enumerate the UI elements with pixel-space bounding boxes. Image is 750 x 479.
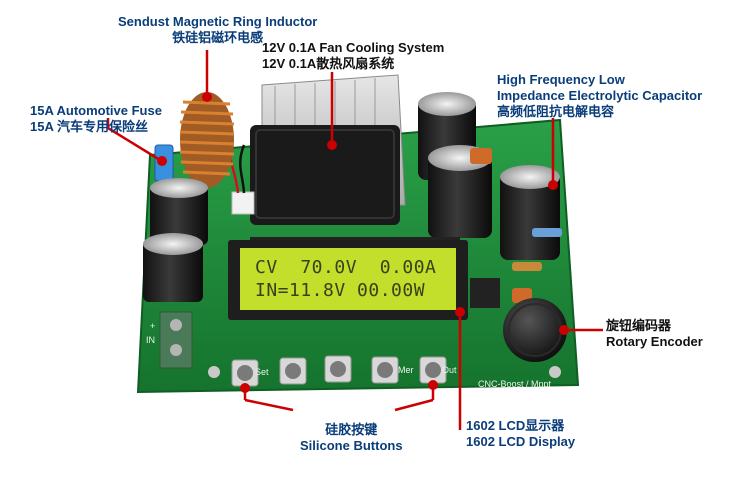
label-fan-zh: 12V 0.1A散热风扇系统	[262, 56, 395, 71]
label-encoder-en: Rotary Encoder	[606, 334, 703, 349]
silicone-button-3[interactable]	[324, 355, 352, 383]
terminal-screw	[170, 319, 182, 331]
terminal-screw	[170, 344, 182, 356]
mount-hole	[208, 366, 220, 378]
fan-frame-edge	[255, 129, 395, 219]
board-label-set: Set	[255, 367, 269, 377]
film-capacitor	[470, 148, 492, 164]
label-fan: 12V 0.1A Fan Cooling System 12V 0.1A散热风扇…	[262, 40, 444, 72]
silicone-button-4[interactable]	[371, 356, 399, 384]
silicone-button-1[interactable]	[231, 359, 259, 387]
label-buttons: 硅胶按键 Silicone Buttons	[300, 422, 403, 454]
label-fan-en: 12V 0.1A Fan Cooling System	[262, 40, 445, 55]
board-silkscreen: CNC-Boost / Mppt	[478, 379, 552, 389]
callout-dots	[157, 92, 569, 393]
lcd-screen	[240, 248, 456, 310]
label-inductor-zh: 铁硅铝磁环电感	[172, 30, 264, 45]
label-encoder-zh: 旋钮编码器	[606, 318, 672, 333]
capacitor-left-bottom	[143, 233, 203, 302]
label-fuse: 15A Automotive Fuse 15A 汽车专用保险丝	[30, 103, 162, 135]
label-capacitor-en2: Impedance Electrolytic Capacitor	[497, 88, 703, 103]
board-label-mer: Mer	[398, 365, 414, 375]
silicone-button-2[interactable]	[279, 357, 307, 385]
label-capacitor-zh: 高频低阻抗电解电容	[497, 104, 615, 119]
label-inductor: Sendust Magnetic Ring Inductor 铁硅铝磁环电感	[118, 14, 317, 46]
capacitor-left-top	[150, 178, 208, 245]
chip	[470, 278, 500, 308]
board-label-out: Out	[442, 365, 457, 375]
heatsink-fins	[274, 78, 376, 130]
mount-hole	[549, 366, 561, 378]
label-lcd-en: 1602 LCD Display	[466, 434, 576, 449]
terminal-label-in: IN	[146, 335, 155, 345]
resistor	[532, 228, 562, 237]
terminal-label-plus: +	[150, 321, 156, 331]
label-capacitor: High Frequency Low Impedance Electrolyti…	[497, 72, 702, 120]
label-buttons-en: Silicone Buttons	[300, 438, 403, 453]
lcd-line-1: CV 70.0V 0.00A	[255, 257, 437, 278]
cooling-fan	[250, 125, 400, 225]
label-lcd-zh: 1602 LCD显示器	[466, 418, 565, 433]
resistor	[512, 262, 542, 271]
capacitor-right-3	[500, 165, 560, 260]
label-inductor-en: Sendust Magnetic Ring Inductor	[118, 14, 318, 29]
label-buttons-zh: 硅胶按键	[325, 422, 378, 437]
fan-connector	[231, 191, 255, 215]
label-fuse-zh: 15A 汽车专用保险丝	[30, 119, 148, 134]
callout-lines	[106, 50, 603, 430]
lcd-line-2: IN=11.8V 00.00W	[255, 280, 426, 301]
fan-wire-black	[238, 144, 246, 194]
silicone-button-5[interactable]	[419, 356, 447, 384]
inductor	[179, 92, 235, 188]
label-fuse-en: 15A Automotive Fuse	[30, 103, 162, 118]
label-encoder: 旋钮编码器 Rotary Encoder	[606, 318, 703, 350]
label-capacitor-en1: High Frequency Low	[497, 72, 625, 87]
label-lcd: 1602 LCD显示器 1602 LCD Display	[466, 418, 575, 450]
rotary-encoder-knob[interactable]	[503, 298, 567, 362]
